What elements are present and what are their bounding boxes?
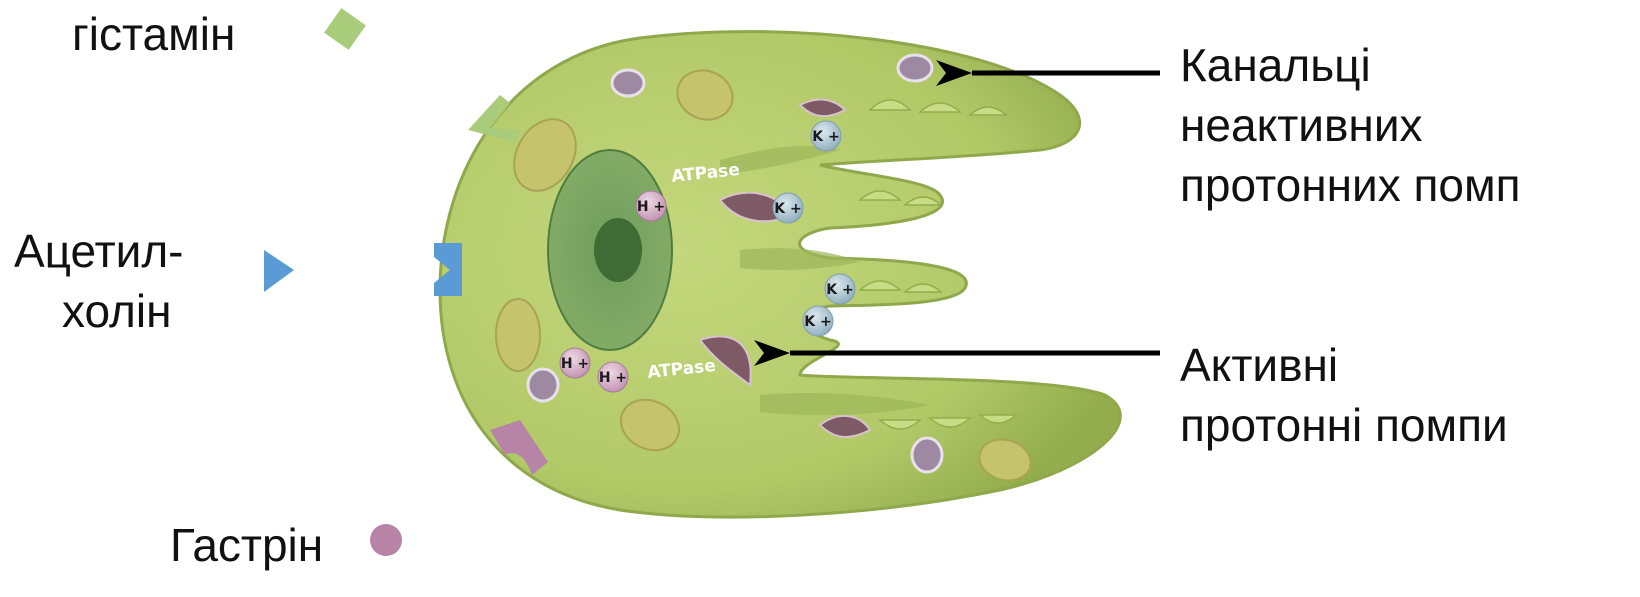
svg-text:H +: H + [599, 370, 627, 386]
acetylcholine-ligand-icon [264, 250, 294, 292]
h-ion: H + [560, 348, 590, 378]
k-ion: K + [803, 306, 833, 336]
k-ion: K + [825, 274, 855, 304]
k-ion: K + [811, 121, 841, 151]
svg-text:K +: K + [826, 282, 853, 298]
svg-text:H +: H + [637, 199, 665, 215]
h-ion: H + [636, 191, 666, 221]
h-ion: H + [598, 362, 628, 392]
svg-text:K +: K + [812, 129, 839, 145]
svg-text:K +: K + [774, 201, 801, 217]
svg-text:K +: K + [804, 314, 831, 330]
svg-text:H +: H + [561, 356, 589, 372]
k-ion: K + [773, 193, 803, 223]
nucleolus [594, 218, 642, 282]
histamine-ligand-icon [324, 8, 366, 50]
gastrin-ligand-icon [370, 524, 402, 556]
